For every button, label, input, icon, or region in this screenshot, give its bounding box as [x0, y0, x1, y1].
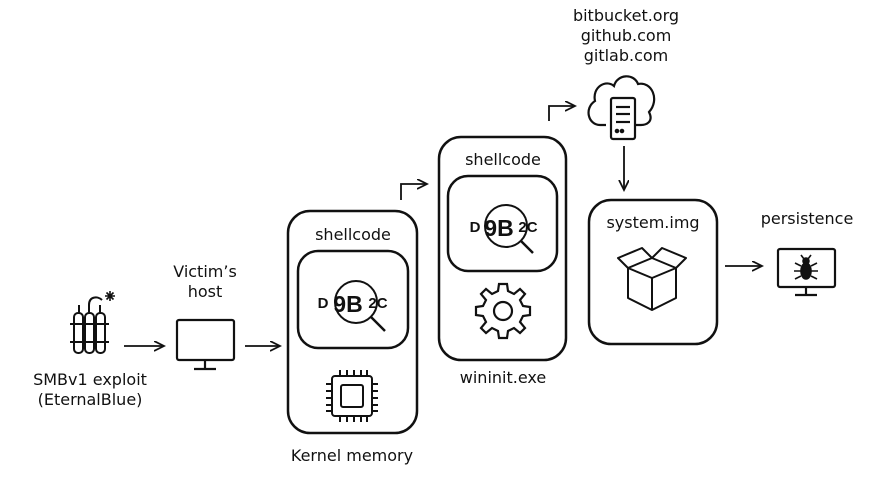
wininit-logo-box [446, 174, 559, 273]
infected-monitor-icon [776, 247, 837, 297]
wininit-exe-label: wininit.exe [459, 368, 547, 387]
kernel-logo-box [296, 249, 410, 350]
repo-gitlab: gitlab.com [583, 46, 669, 65]
monitor-icon [175, 318, 236, 371]
persistence-label: persistence [760, 209, 854, 228]
victim-host-label: Victim’s host [165, 262, 245, 302]
dynamite-icon [70, 291, 115, 354]
arrow-wininit-to-cloud [548, 106, 574, 121]
magnifier-icon [484, 204, 528, 248]
arrow-kernel-to-wininit [400, 184, 426, 200]
logo-right-letters: 2C [368, 295, 387, 312]
logo-left-letter: D [318, 295, 329, 312]
exploit-label-line1: SMBv1 exploit [33, 370, 147, 389]
bug-icon [794, 254, 818, 280]
gear-icon [474, 282, 532, 340]
repo-github: github.com [580, 26, 672, 45]
kernel-shellcode-label: shellcode [315, 225, 391, 244]
kernel-memory-label: Kernel memory [290, 446, 414, 465]
wininit-shellcode-label: shellcode [465, 150, 541, 169]
exploit-label: SMBv1 exploit (EternalBlue) [22, 370, 158, 410]
logo-center-letters: 9B [333, 291, 362, 317]
logo-center-letters: 9B [484, 215, 513, 241]
magnifier-icon [334, 280, 378, 324]
repository-list: bitbucket.org github.com gitlab.com [558, 6, 694, 66]
system-img-label: system.img [606, 213, 700, 232]
chip-icon [326, 370, 378, 422]
logo-right-letters: 2C [518, 219, 537, 236]
victim-host-line2: host [187, 282, 223, 301]
system-img-box [587, 198, 719, 346]
wininit-box [437, 135, 568, 362]
kernel-box [286, 209, 419, 435]
cloud-server-icon [587, 75, 656, 141]
victim-host-line1: Victim’s [173, 262, 237, 281]
exploit-label-line2: (EternalBlue) [37, 390, 143, 409]
repo-bitbucket: bitbucket.org [572, 6, 680, 25]
package-box-icon [617, 247, 687, 311]
logo-left-letter: D [470, 219, 481, 236]
